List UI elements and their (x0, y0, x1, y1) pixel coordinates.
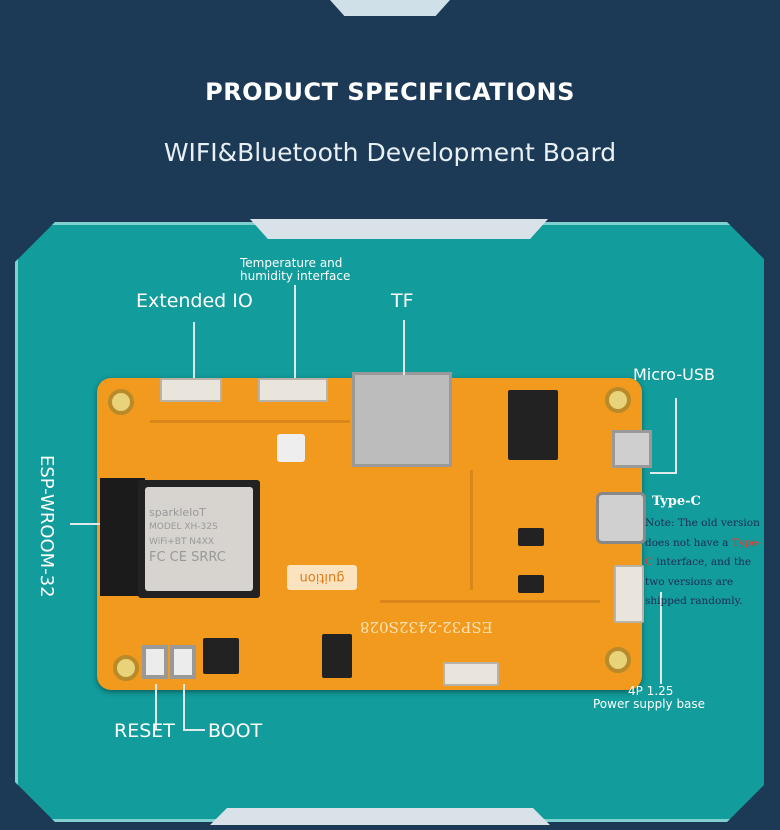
type-c-port (596, 492, 646, 544)
ic-chip (508, 390, 558, 460)
ic-chip (518, 528, 544, 546)
leader-line (155, 684, 157, 730)
module-shield: sparkleIoT MODEL XH-32S WiFi+BT N4XX FC … (145, 487, 253, 591)
module-model: MODEL XH-32S (149, 522, 218, 532)
ic-chip (203, 638, 239, 674)
brand-logo: guition (287, 565, 357, 590)
board-silkscreen: ESP32-2432S028 (360, 618, 493, 636)
mount-hole (108, 389, 134, 415)
leader-line (183, 729, 205, 731)
pcb-trace (380, 600, 600, 603)
label-micro-usb: Micro-USB (633, 365, 715, 384)
pcb-trace (150, 420, 350, 423)
mount-hole (605, 647, 631, 673)
label-esp-wroom-32: ESP-WROOM-32 (36, 455, 57, 598)
bottom-tab-decoration (210, 808, 550, 825)
label-extended-io: Extended IO (136, 290, 253, 312)
leader-line (193, 322, 195, 378)
right-edge (764, 230, 780, 830)
top-decoration (330, 0, 450, 16)
tf-card-slot (352, 372, 452, 467)
power-connector (614, 565, 644, 623)
note-text: Note: The old version does not have a (645, 517, 760, 549)
module-brand: sparkleIoT (149, 506, 206, 519)
leader-line (403, 320, 405, 375)
note-highlight: Type-C (645, 536, 762, 569)
speaker-connector (443, 662, 499, 686)
leader-line (650, 472, 677, 474)
mount-hole (605, 387, 631, 413)
panel-tab-decoration (250, 219, 548, 239)
label-temp-humidity: Temperature and humidity interface (240, 256, 351, 283)
note-text: interface, and the two versions are ship… (645, 556, 752, 607)
module-certs: FC CE SRRC (149, 550, 226, 565)
temp-humidity-connector (258, 378, 328, 402)
label-power-supply: Power supply base (593, 697, 706, 711)
leader-line (660, 592, 662, 684)
leader-line (70, 523, 100, 525)
leader-line (675, 398, 677, 473)
extended-io-connector (160, 378, 222, 402)
label-tf: TF (391, 290, 414, 312)
sensor-component (277, 434, 305, 462)
label-boot: BOOT (208, 720, 263, 742)
label-type-c: Type-C (652, 494, 701, 509)
page-title: PRODUCT SPECIFICATIONS (205, 78, 575, 106)
ic-chip (322, 634, 352, 678)
reset-button[interactable] (142, 645, 168, 679)
micro-usb-port (612, 430, 652, 468)
leader-line (294, 285, 296, 378)
label-power-connector: 4P 1.25 (628, 684, 674, 698)
pcb-trace (470, 470, 473, 590)
boot-button[interactable] (170, 645, 196, 679)
ic-chip (518, 575, 544, 593)
leader-line (183, 684, 185, 730)
antenna-area (100, 478, 145, 596)
mount-hole (113, 655, 139, 681)
page-subtitle: WIFI&Bluetooth Development Board (163, 138, 617, 167)
type-c-note: Note: The old version does not have a Ty… (645, 514, 765, 612)
module-spec: WiFi+BT N4XX (149, 537, 215, 547)
label-reset: RESET (114, 720, 175, 742)
